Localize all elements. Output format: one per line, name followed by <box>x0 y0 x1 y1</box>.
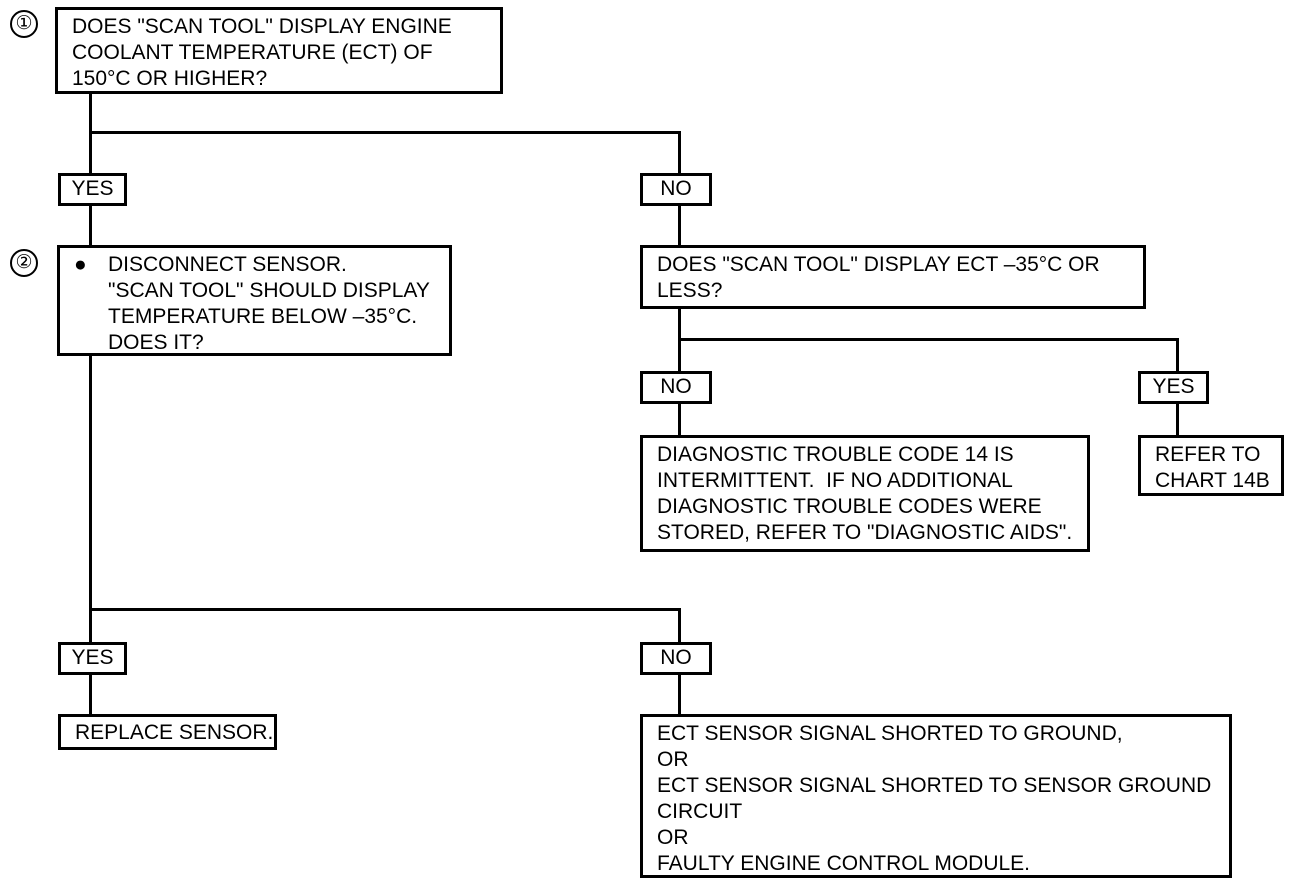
ect-low-no-label: NO <box>640 371 712 404</box>
shorted-result-box: ECT SENSOR SIGNAL SHORTED TO GROUND, OR … <box>640 714 1232 878</box>
ect-low-question-box: DOES "SCAN TOOL" DISPLAY ECT –35°C OR LE… <box>640 245 1146 309</box>
box-text-line: OR <box>657 826 689 849</box>
box-text-line: DIAGNOSTIC TROUBLE CODE 14 IS <box>657 443 1014 466</box>
box-text-line: ECT SENSOR SIGNAL SHORTED TO GROUND, <box>657 722 1123 745</box>
box-text-line: DOES "SCAN TOOL" DISPLAY ECT –35°C OR <box>657 253 1100 276</box>
connector <box>678 338 1179 341</box>
step-2-question-box: ● DISCONNECT SENSOR. "SCAN TOOL" SHOULD … <box>57 245 452 356</box>
intermittent-result-box: DIAGNOSTIC TROUBLE CODE 14 IS INTERMITTE… <box>640 435 1090 552</box>
box-text-line: OR <box>657 748 689 771</box>
connector <box>678 403 681 437</box>
connector <box>89 354 92 644</box>
connector <box>89 608 681 611</box>
box-text-line: DOES "SCAN TOOL" DISPLAY ENGINE <box>72 15 452 38</box>
box-text-line: TEMPERATURE BELOW –35°C. <box>108 305 418 328</box>
step-1-no-label: NO <box>640 173 712 206</box>
connector <box>678 205 681 247</box>
connector <box>89 674 92 716</box>
step-1-number: ① <box>10 10 38 38</box>
box-text-line: DIAGNOSTIC TROUBLE CODES WERE <box>657 495 1042 518</box>
box-text-line: STORED, REFER TO "DIAGNOSTIC AIDS". <box>657 521 1073 544</box>
box-text-line: COOLANT TEMPERATURE (ECT) OF <box>72 41 433 64</box>
box-text-line: CIRCUIT <box>657 800 743 823</box>
box-text-line: FAULTY ENGINE CONTROL MODULE. <box>657 852 1031 875</box>
box-text-line: ECT SENSOR SIGNAL SHORTED TO SENSOR GROU… <box>657 774 1212 797</box>
box-text-line: DOES IT? <box>108 331 204 354</box>
ect-low-yes-label: YES <box>1138 371 1209 404</box>
step-2-no-label: NO <box>640 642 712 675</box>
box-text-line: REPLACE SENSOR. <box>75 721 274 744</box>
step-2-yes-label: YES <box>58 642 127 675</box>
connector <box>1176 403 1179 437</box>
box-text-line: REFER TO <box>1155 443 1261 466</box>
step-2-number: ② <box>10 249 38 277</box>
step-1-yes-label: YES <box>58 173 127 206</box>
connector <box>678 131 681 175</box>
connector <box>678 608 681 644</box>
bullet-icon: ● <box>74 253 87 276</box>
box-text-line: INTERMITTENT. IF NO ADDITIONAL <box>657 469 1013 492</box>
box-text-line: DISCONNECT SENSOR. <box>108 253 347 276</box>
replace-sensor-box: REPLACE SENSOR. <box>58 714 277 750</box>
box-text-line: CHART 14B <box>1155 469 1270 492</box>
connector <box>89 205 92 247</box>
connector <box>678 674 681 716</box>
connector <box>89 131 681 134</box>
box-text-line: "SCAN TOOL" SHOULD DISPLAY <box>108 279 430 302</box>
connector <box>1176 338 1179 373</box>
box-text-line: 150°C OR HIGHER? <box>72 67 268 90</box>
refer-chart-box: REFER TO CHART 14B <box>1138 435 1284 496</box>
step-1-question-box: DOES "SCAN TOOL" DISPLAY ENGINE COOLANT … <box>55 7 503 94</box>
box-text-line: LESS? <box>657 279 723 302</box>
